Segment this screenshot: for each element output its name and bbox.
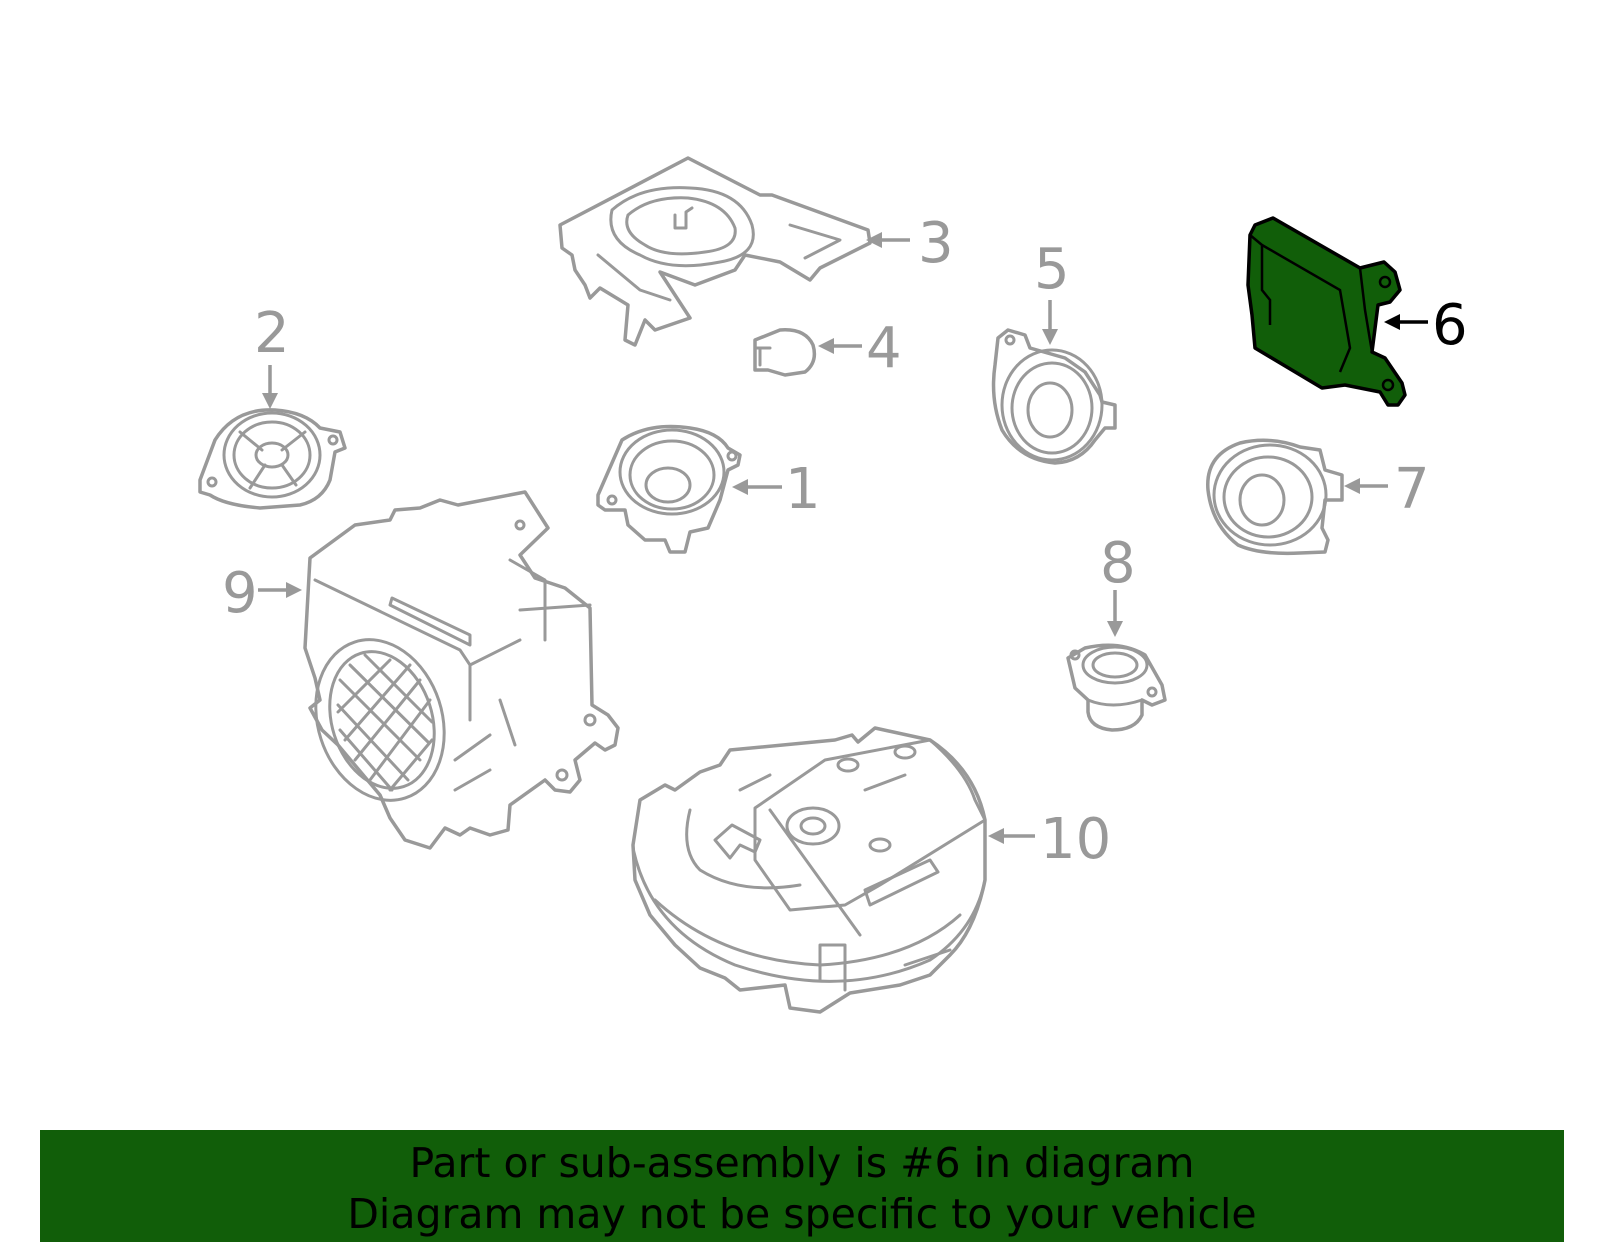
part-5-speaker[interactable] — [991, 328, 1117, 465]
part-6-amplifier-module[interactable] — [1246, 216, 1407, 407]
callout-label-4: 4 — [866, 316, 902, 381]
part-7-speaker[interactable] — [1206, 438, 1344, 556]
callout-label-8: 8 — [1100, 531, 1136, 596]
callout-10: 10 — [988, 807, 1111, 872]
callout-4: 4 — [818, 316, 902, 381]
banner-line-1: Part or sub-assembly is #6 in diagram — [409, 1139, 1195, 1187]
callout-label-2: 2 — [254, 301, 290, 366]
callout-label-3: 3 — [918, 211, 954, 276]
callout-8: 8 — [1100, 531, 1136, 637]
part-10-spare-wheel-subwoofer[interactable] — [631, 726, 987, 1014]
part-1-speaker[interactable] — [596, 424, 742, 554]
callout-3: 3 — [866, 211, 954, 276]
part-8-speaker[interactable] — [1066, 643, 1167, 732]
callout-label-9: 9 — [222, 561, 258, 626]
part-4-clip[interactable] — [753, 328, 817, 377]
callout-5: 5 — [1034, 237, 1070, 345]
callout-label-7: 7 — [1394, 457, 1430, 522]
info-banner: Part or sub-assembly is #6 in diagram Di… — [40, 1130, 1564, 1242]
callout-label-1: 1 — [785, 457, 821, 522]
callout-label-6: 6 — [1432, 293, 1468, 358]
callout-1: 1 — [732, 457, 821, 522]
part-9-subwoofer-enclosure[interactable] — [296, 490, 620, 850]
callout-label-10: 10 — [1040, 807, 1111, 872]
callout-2: 2 — [254, 301, 290, 409]
callout-label-5: 5 — [1034, 237, 1070, 302]
callout-9: 9 — [222, 561, 302, 626]
callout-6: 6 — [1384, 293, 1468, 358]
banner-line-2: Diagram may not be specific to your vehi… — [347, 1190, 1257, 1238]
part-3-bracket[interactable] — [558, 156, 872, 347]
part-2-speaker[interactable] — [198, 408, 347, 510]
callout-7: 7 — [1344, 457, 1430, 522]
